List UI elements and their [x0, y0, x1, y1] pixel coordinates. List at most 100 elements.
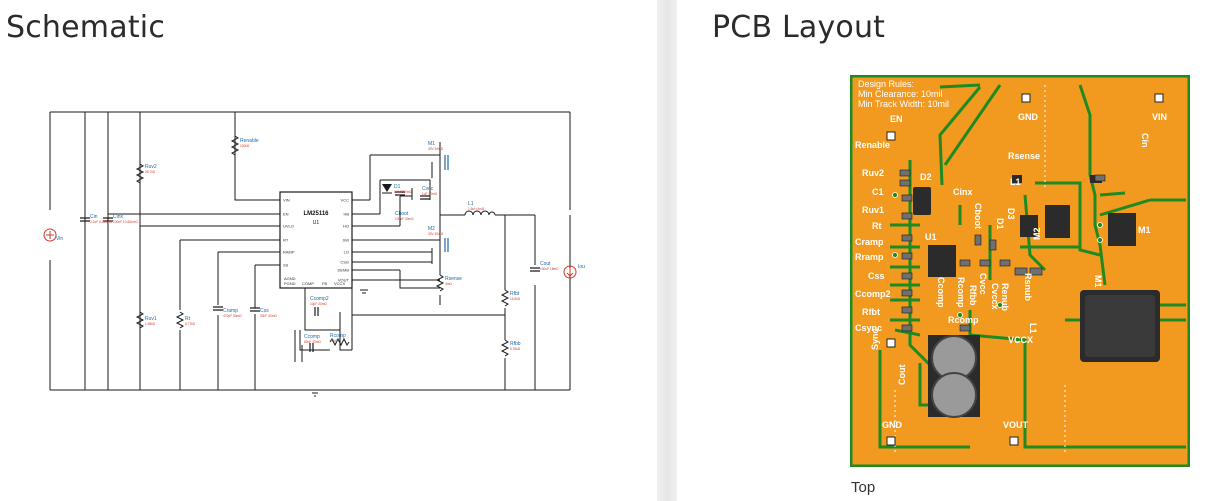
design-rules-clearance: Min Clearance: 10mil	[858, 89, 943, 99]
schematic-component-value: 82nF 30mΩ	[304, 340, 321, 344]
schematic-component-ref: Rt	[185, 316, 191, 322]
schematic-component-value: 10pF 30mΩ	[310, 302, 327, 306]
pcb-label-rfbb: Rfbb	[968, 285, 978, 306]
pcb-label-ccomp2: Ccomp2	[855, 289, 891, 299]
pcb-label-cinx: Cinx	[953, 187, 973, 197]
pcb-label-l1_edge: L1	[1028, 323, 1038, 334]
pcb-label-d3: D3	[1006, 208, 1016, 220]
schematic-component-ref: Ruv2	[145, 164, 157, 170]
pcb-label-rsense: Rsense	[1008, 151, 1040, 161]
design-rules-track-width: Min Track Width: 10mil	[858, 99, 949, 109]
ic-pin-label: SS	[283, 263, 289, 268]
schematic-component-ref: Rfbt	[510, 291, 520, 297]
schematic-component-ref: Css	[260, 308, 269, 314]
ic-part-label: LM25116	[303, 211, 329, 217]
schematic-component-ref: Renable	[240, 138, 259, 144]
schematic-component-value: 33nF 30mΩ	[260, 314, 277, 318]
schematic-component-ref: Cramp	[223, 308, 238, 314]
pcb-label-renub: Renub	[1000, 283, 1010, 312]
pcb-label-vin: VIN	[1152, 112, 1167, 122]
schematic-component-ref: Cboot	[395, 211, 409, 217]
pcb-label-u1: U1	[925, 232, 937, 242]
pcb-label-sync: Sync	[870, 328, 880, 350]
pcb-label-gnd_top: GND	[1018, 112, 1039, 122]
ic-ref-label: U1	[313, 220, 320, 226]
ic-pin-label: AGND	[284, 276, 296, 281]
pcb-label-c1: C1	[872, 187, 884, 197]
schematic-component-value: 16.9kΩ	[510, 297, 521, 301]
schematic-component-ref: D1	[394, 184, 401, 190]
schematic-component-value: 100nF 10.661mΩ	[113, 220, 138, 224]
schematic-component-value: 4mΩ	[445, 282, 452, 286]
pcb-label-rsnub: Rsnub	[1023, 273, 1033, 302]
pcb-label-renable: Renable	[855, 140, 890, 150]
schematic-component-ref: Vin	[56, 236, 63, 242]
pcb-label-d2: D2	[920, 172, 932, 182]
pcb-label-rcomp_v: Rcomp	[956, 277, 966, 308]
pcb-label-l1: L1	[1010, 177, 1021, 187]
schematic-component-value: 1.5uH 4mΩ	[468, 207, 485, 211]
schematic-component-value: 100nF 30mΩ	[395, 217, 414, 221]
pcb-label-rramp: Rramp	[855, 252, 884, 262]
pcb-label-cout: Cout	[897, 365, 907, 386]
pcb-label-rt: Rt	[872, 221, 882, 231]
pcb-label-cin: Cin	[1140, 133, 1150, 148]
schematic-component-ref: Cin	[90, 214, 98, 220]
design-rules-title: Design Rules:	[858, 79, 914, 89]
pcb-label-vccx: VCCX	[1008, 335, 1033, 345]
pcb-label-en: EN	[890, 114, 903, 124]
ic-pin-label: CSG	[340, 260, 349, 265]
pcb-layout-image[interactable]: Design Rules: Min Clearance: 10mil Min T…	[850, 75, 1190, 467]
schematic-component-ref: L1	[468, 201, 474, 207]
pcb-label-vout: VOUT	[1003, 420, 1029, 430]
schematic-component-value: 1.4V 800mΩ	[394, 190, 412, 194]
schematic-component-value: 30V 30mΩ	[428, 232, 444, 236]
schematic-component-ref: Ccomp	[304, 334, 320, 340]
schematic-component-value: 100uF 18mΩ	[540, 267, 559, 271]
ic-pin-label: PGND	[284, 281, 296, 286]
pcb-label-ccomp: Ccomp	[936, 277, 946, 308]
pcb-label-m1b: M1	[1093, 275, 1103, 288]
schematic-component-value: 2.2uF 6.493mΩ	[90, 220, 113, 224]
schematic-component-ref: Ruv1	[145, 316, 157, 322]
schematic-component-value: 470pF 30mΩ	[223, 314, 242, 318]
ic-pin-label: LO	[344, 250, 349, 255]
ic-pin-label: VCC	[341, 198, 350, 203]
schematic-component-value: 6.77kΩ	[185, 322, 196, 326]
schematic-component-value: 1.98kΩ	[145, 322, 156, 326]
ic-pin-label: RAMP	[283, 250, 295, 255]
schematic-component-ref: M2	[428, 226, 435, 232]
schematic-image[interactable]: LM25116 U1 VINENUVLORTRAMPSSVCCHBHOSWLOC…	[40, 100, 585, 400]
pcb-label-rcomp: Rcomp	[948, 315, 979, 325]
pcb-label-m1: M1	[1138, 225, 1151, 235]
pcb-view-label: Top	[851, 479, 876, 496]
pcb-label-csync: Csync	[855, 323, 882, 333]
schematic-component-ref: Cvcc	[422, 186, 434, 192]
schematic-component-value: 30V 30mΩ	[428, 147, 444, 151]
schematic-component-value: 28.7kΩ	[145, 170, 156, 174]
schematic-component-value: 100kΩ	[240, 144, 250, 148]
pcb-label-m2: M2	[1032, 227, 1042, 240]
schematic-component-ref: Cout	[540, 261, 551, 267]
schematic-component-ref: Iout	[578, 264, 585, 270]
panel-divider	[657, 0, 677, 501]
schematic-panel: Schematic	[6, 10, 165, 45]
schematic-component-ref: M1	[428, 141, 435, 147]
ic-pin-label: DEMB	[337, 268, 349, 273]
schematic-component-ref: Rcomp	[330, 333, 346, 339]
pcb-label-gnd_bottom: GND	[882, 420, 903, 430]
pcb-label-d1: D1	[995, 218, 1005, 230]
pcb-label-cvccx: Cvccx	[990, 283, 1000, 310]
ic-pin-label: UVLO	[283, 224, 294, 229]
ic-pin-label: HB	[343, 212, 349, 217]
pcb-label-cboot: Cboot	[973, 203, 983, 229]
schematic-component-ref: Rfbb	[510, 341, 521, 347]
schematic-component-ref: Ccomp2	[310, 296, 329, 302]
ic-pin-label: FB	[322, 281, 327, 286]
ic-pin-label: COMP	[302, 281, 314, 286]
pcb-label-cramp: Cramp	[855, 237, 884, 247]
ic-pin-label: VCCX	[334, 281, 345, 286]
schematic-component-ref: Rsense	[445, 276, 462, 282]
ic-pin-label: HO	[343, 224, 349, 229]
ic-pin-label: RT	[283, 238, 289, 243]
